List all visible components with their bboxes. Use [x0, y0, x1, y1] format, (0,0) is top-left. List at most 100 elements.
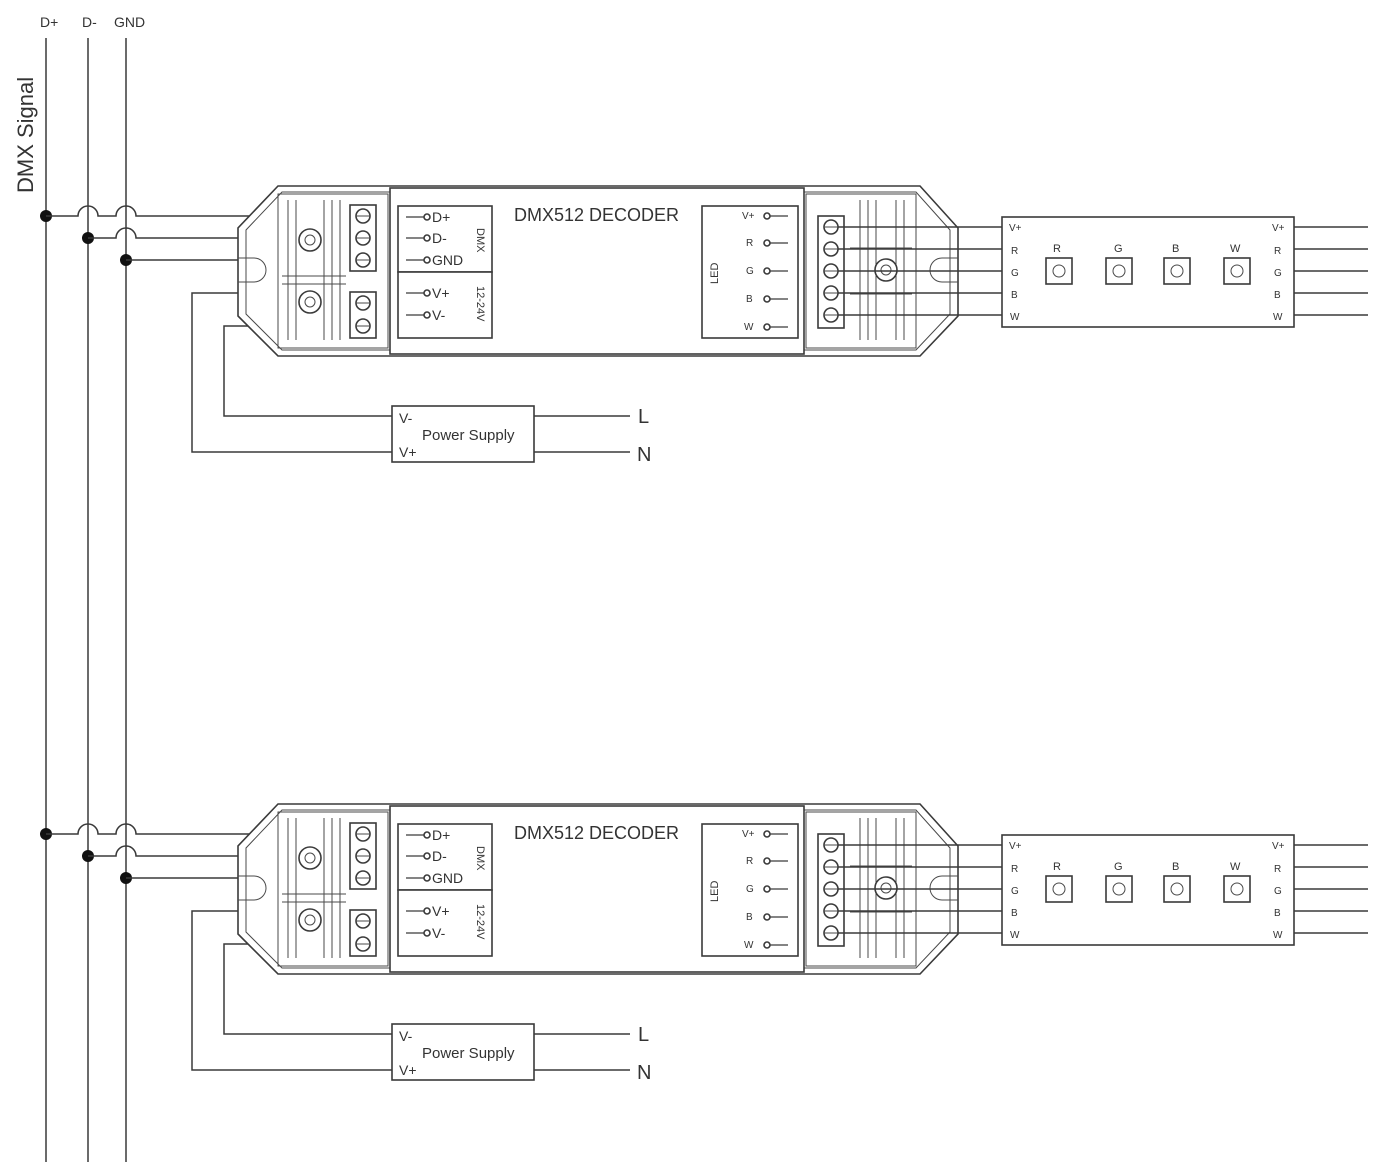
terminal-screws-dmx — [355, 208, 371, 268]
chip-label-g: G — [1114, 243, 1123, 255]
strip-chips: R G B W — [1045, 243, 1251, 285]
strip-pin-vplus: V+ — [1009, 223, 1022, 234]
heat-fins-left — [282, 200, 346, 340]
mounting-slot-right — [929, 875, 958, 901]
led-output-block — [701, 823, 799, 957]
led-chip — [1223, 875, 1251, 903]
dmx-terminal-rows: D+ D- GND — [406, 209, 463, 268]
power-terminal-rows: V+ V- — [406, 903, 450, 941]
power-supply-box — [391, 405, 535, 463]
terminal-label-gnd: GND — [432, 870, 463, 886]
strip-pin-w: W — [1010, 312, 1020, 323]
strip-pin-g: G — [1274, 268, 1282, 279]
strip-pin-r: R — [1274, 246, 1281, 257]
unit-1: Power Supply V- V+ L N — [40, 185, 1368, 466]
strip-pin-r: R — [1274, 864, 1281, 875]
screw-head — [304, 234, 316, 246]
led-chip — [1105, 875, 1133, 903]
mounting-slot-right — [929, 257, 958, 283]
power-supply: Power Supply V- V+ L N — [391, 1023, 651, 1084]
screw-head — [874, 876, 898, 900]
terminal-label-dplus: D+ — [432, 209, 450, 225]
terminal-screws-power — [355, 295, 371, 334]
led-output-block — [701, 205, 799, 339]
screw-head — [298, 846, 322, 870]
strip-pin-r: R — [1011, 246, 1018, 257]
mounting-slot-left — [238, 257, 267, 283]
mains-label-l: L — [638, 1024, 649, 1046]
mains-label-n: N — [637, 444, 651, 466]
strip-continuation-wires — [1294, 226, 1368, 316]
strip-pin-g: G — [1274, 886, 1282, 897]
dmx-decoder: DMX512 DECODER DMX D+ D- GND 12-24V V+ V… — [237, 803, 959, 975]
led-chip — [1105, 257, 1133, 285]
power-input-block — [397, 889, 493, 957]
strip-left-pins: V+ R G B W — [1009, 223, 1022, 323]
dmx-block-label: DMX — [474, 846, 486, 871]
mains-label-n: N — [637, 1062, 651, 1084]
led-terminal-rows: V+ R G B W — [742, 211, 788, 333]
led-chip — [1163, 257, 1191, 285]
left-terminal-area — [277, 193, 389, 349]
led-block-label: LED — [709, 881, 721, 902]
heat-fins-left — [282, 818, 346, 958]
screw-head — [304, 852, 316, 864]
screw-head — [880, 264, 892, 276]
dmx-bus: D+ D- GND DMX Signal — [13, 14, 145, 1162]
chip-label-w: W — [1230, 861, 1241, 873]
terminal-label-vplus: V+ — [432, 285, 450, 301]
bus-label-dplus: D+ — [40, 14, 58, 30]
led-block-label: LED — [709, 263, 721, 284]
mains-label-l: L — [638, 406, 649, 428]
screw-head — [874, 258, 898, 282]
power-block-label: 12-24V — [474, 904, 486, 940]
wire-dplus-tap — [46, 205, 356, 217]
bus-label-dminus: D- — [82, 14, 97, 30]
terminal-screws-led — [823, 837, 839, 941]
strip-pin-b: B — [1274, 908, 1281, 919]
strip-pin-vplus: V+ — [1272, 223, 1285, 234]
terminal-label-vminus: V- — [432, 307, 446, 323]
chip-label-r: R — [1053, 243, 1061, 255]
screw-head — [298, 228, 322, 252]
strip-left-pins: V+ R G B W — [1009, 841, 1022, 941]
terminal-label-vminus: V- — [432, 925, 446, 941]
left-terminal-area — [277, 811, 389, 967]
wire-dplus-tap — [46, 823, 356, 835]
terminal-screws-led — [823, 219, 839, 323]
led-chip — [1045, 875, 1073, 903]
led-label-vplus: V+ — [742, 211, 755, 222]
strip-pin-r: R — [1011, 864, 1018, 875]
strip-pin-vplus: V+ — [1272, 841, 1285, 852]
strip-pin-g: G — [1011, 268, 1019, 279]
ps-terminal-vminus: V- — [399, 410, 413, 426]
output-wires — [838, 226, 1002, 316]
decoder-title: DMX512 DECODER — [514, 205, 679, 225]
terminal-label-dminus: D- — [432, 848, 447, 864]
strip-pin-w: W — [1010, 930, 1020, 941]
led-strip: V+ R G B W V+ R G B W R G B — [1001, 834, 1368, 946]
output-wires — [838, 844, 1002, 934]
chip-label-r: R — [1053, 861, 1061, 873]
strip-right-pins: V+ R G B W — [1272, 841, 1285, 941]
dmx-terminal-rows: D+ D- GND — [406, 827, 463, 886]
led-label-b: B — [746, 912, 753, 923]
ps-terminal-vplus: V+ — [399, 444, 417, 460]
mounting-slot-left — [238, 875, 267, 901]
screw-head — [880, 882, 892, 894]
power-supply-label: Power Supply — [422, 1045, 515, 1062]
bus-label-gnd: GND — [114, 14, 145, 30]
led-label-vplus: V+ — [742, 829, 755, 840]
led-terminal-rows: V+ R G B W — [742, 829, 788, 951]
terminal-label-dminus: D- — [432, 230, 447, 246]
screw-head — [304, 296, 316, 308]
led-label-b: B — [746, 294, 753, 305]
terminal-label-gnd: GND — [432, 252, 463, 268]
chip-label-g: G — [1114, 861, 1123, 873]
power-block-label: 12-24V — [474, 286, 486, 322]
led-chip — [1163, 875, 1191, 903]
dmx-decoder: DMX512 DECODER DMX D+ D- GND 12-24V V+ V… — [237, 185, 959, 357]
strip-pin-w: W — [1273, 930, 1283, 941]
screw-head — [304, 914, 316, 926]
dmx-signal-title: DMX Signal — [13, 77, 38, 193]
